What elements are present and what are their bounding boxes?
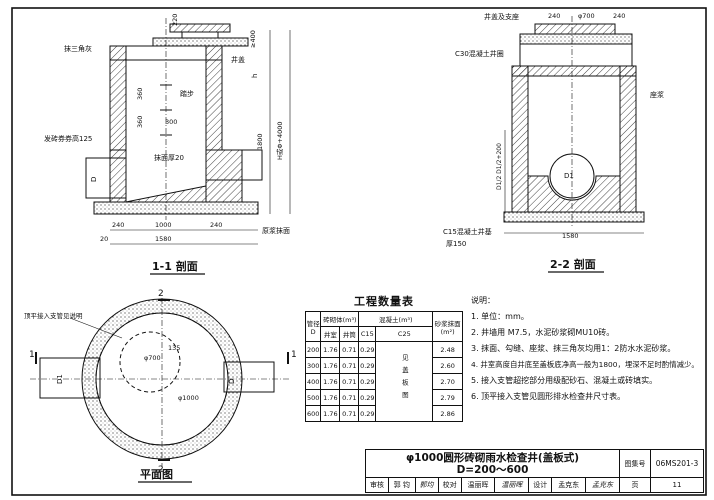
dim-240-left: 240 — [112, 221, 124, 229]
col-mortar: 砂浆抹面(m²) — [432, 311, 463, 342]
section-mark-2-bottom: 2 — [158, 465, 164, 475]
label-seat: 座浆 — [650, 90, 664, 99]
label-d-mid: D1/2 D1/2+200 — [496, 143, 503, 190]
dim-300: 300 — [165, 118, 177, 126]
label-well-cover: 井盖 — [231, 55, 245, 64]
dim-20: 20 — [100, 235, 108, 243]
checker-name: 温丽晖 — [460, 477, 496, 493]
table-row: 300 1.76 0.71 0.29 2.60 — [304, 357, 463, 374]
atlas-label: 图集号 — [619, 449, 651, 478]
section-mark-1-left: 1 — [29, 350, 35, 360]
dim-360a: 360 — [136, 88, 144, 100]
label-h: h — [251, 74, 259, 78]
label-plaster-triangle: 抹三角灰 — [64, 44, 92, 53]
page-number: 11 — [650, 477, 704, 493]
atlas-number: 06MS201-3 — [650, 449, 704, 478]
dim-2-1580: 1580 — [562, 232, 579, 240]
label-h-arrow: ≥400 — [249, 30, 257, 48]
dim-360b: 360 — [136, 116, 144, 128]
col-c15: C15 — [358, 326, 377, 342]
plan-title: 平面图 — [140, 468, 173, 481]
sheet-border — [11, 7, 707, 496]
label-step: 踏步 — [180, 89, 194, 98]
section-mark-2-top: 2 — [158, 289, 164, 299]
notes-title: 说明： — [471, 296, 495, 305]
label-floor-plaster: 原浆抹面 — [262, 226, 290, 235]
label-plan-d1: D1 — [56, 374, 64, 384]
dim-220: 220 — [171, 14, 179, 26]
table-row: 400 1.76 0.71 0.29 2.70 — [304, 373, 463, 390]
label-well-frame: 井盖及支座 — [484, 12, 519, 21]
note-item: 2. 井墙用 M7.5，水泥砂浆砌MU10砖。 — [471, 328, 615, 337]
note-item: 1. 单位：mm。 — [471, 312, 529, 321]
label-a135: 135 — [168, 344, 180, 352]
label-top-pipe: 顶平接入支管见说明 — [24, 311, 83, 320]
section-2-2-drawing — [503, 16, 645, 234]
design-label: 设计 — [528, 477, 553, 493]
col-concrete: 混凝土(m³) — [358, 311, 434, 327]
label-thick150: 厚150 — [446, 240, 466, 248]
dim-1580: 1580 — [155, 235, 172, 243]
notes-block: 说明： 1. 单位：mm。 2. 井墙用 M7.5，水泥砂浆砌MU10砖。 3.… — [471, 293, 703, 405]
see-cover-note: 见盖板图 — [375, 341, 434, 422]
col-well-room: 井室 — [320, 326, 341, 342]
label-d1-22: D1 — [564, 172, 574, 180]
dim-2-240-left: 240 — [548, 12, 560, 20]
table-row: 500 1.76 0.71 0.29 2.79 — [304, 389, 463, 406]
note-item: 4. 井室高度自井底至盖板底净高一般为1800，埋深不足时酌情减少。 — [471, 360, 699, 369]
section-1-1-title: 1-1 剖面 — [152, 259, 198, 273]
label-plaster-thickness: 抹面厚20 — [154, 153, 184, 162]
note-item: 5. 接入支管超挖部分用级配砂石、混凝土或砖填实。 — [471, 376, 658, 385]
reviewer-name: 郭 钧 — [388, 477, 416, 493]
label-phi1000: φ1000 — [178, 394, 199, 402]
dim-240-right: 240 — [210, 221, 222, 229]
label-c30-ring: C30混凝土井圈 — [455, 49, 504, 58]
drawing-title: φ1000圆形砖砌雨水检查井(盖板式) D=200～600 — [365, 449, 620, 478]
label-height-total: H或Φ+4000 — [275, 122, 284, 161]
col-brick: 砖砌体(m³) — [320, 311, 360, 327]
col-well-shaft: 井筒 — [339, 326, 360, 342]
designer-signature: 孟克东 — [585, 477, 620, 493]
quantity-table-title: 工程数量表 — [354, 295, 414, 308]
dim-1000: 1000 — [155, 221, 172, 229]
designer-name: 孟克东 — [551, 477, 587, 493]
label-dia700: φ700 — [578, 12, 595, 20]
table-row: 200 1.76 0.71 0.29 见盖板图 2.48 — [304, 341, 463, 422]
label-arch: 发砖券券高125 — [44, 134, 92, 143]
title-block-table: φ1000圆形砖砌雨水检查井(盖板式) D=200～600 图集号 06MS20… — [364, 449, 704, 493]
label-d: D — [90, 177, 98, 182]
note-item: 6. 顶平接入支管见圆形排水检查井尺寸表。 — [471, 392, 626, 401]
page-label: 页 — [619, 477, 651, 493]
col-c25: C25 — [375, 326, 434, 342]
dim-1800: 1800 — [256, 133, 264, 150]
section-1-1-drawing — [85, 18, 291, 245]
plan-drawing — [30, 298, 290, 466]
title-block: φ1000圆形砖砌雨水检查井(盖板式) D=200～600 图集号 06MS20… — [364, 449, 704, 493]
label-plan-d: D — [228, 379, 236, 384]
reviewer-signature: 郭均 — [414, 477, 439, 493]
review-label: 审核 — [364, 477, 390, 493]
dim-2-240-right: 240 — [613, 12, 625, 20]
table-row: 600 1.76 0.71 0.29 2.86 — [304, 405, 463, 422]
section-mark-1-right: 1 — [291, 350, 297, 360]
checker-signature: 温丽晖 — [494, 477, 530, 493]
label-phi700: φ700 — [144, 354, 161, 362]
note-item: 3. 抹面、勾缝、座浆、抹三角灰均用1：2防水水泥砂浆。 — [471, 344, 676, 353]
section-2-2-title: 2-2 剖面 — [550, 257, 596, 271]
check-label: 校对 — [437, 477, 462, 493]
label-c15-base: C15混凝土井基 — [443, 227, 492, 236]
